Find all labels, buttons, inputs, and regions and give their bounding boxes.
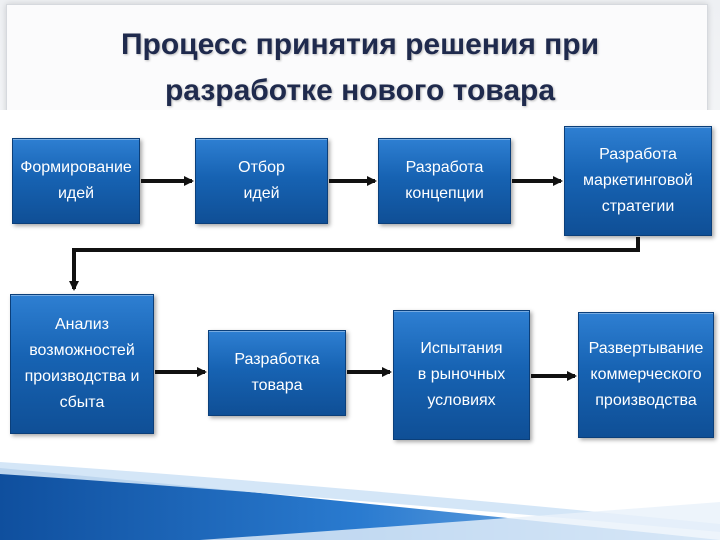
step-idea-generation: Формирование идей <box>12 138 140 224</box>
step-market-testing: Испытания в рыночных условиях <box>393 310 530 440</box>
step-production-analysis: Анализ возможностей производства и сбыта <box>10 294 154 434</box>
decorative-bottom-band <box>0 462 720 540</box>
step-marketing-strategy: Разработа маркетинговой стратегии <box>564 126 712 236</box>
step-idea-selection: Отбор идей <box>195 138 328 224</box>
step-concept-development: Разработа концепции <box>378 138 511 224</box>
slide-title: Процесс принятия решения при разработке … <box>120 28 600 107</box>
step-commercialization: Развертывание коммерческого производства <box>578 312 714 438</box>
step-product-development: Разработка товара <box>208 330 346 416</box>
